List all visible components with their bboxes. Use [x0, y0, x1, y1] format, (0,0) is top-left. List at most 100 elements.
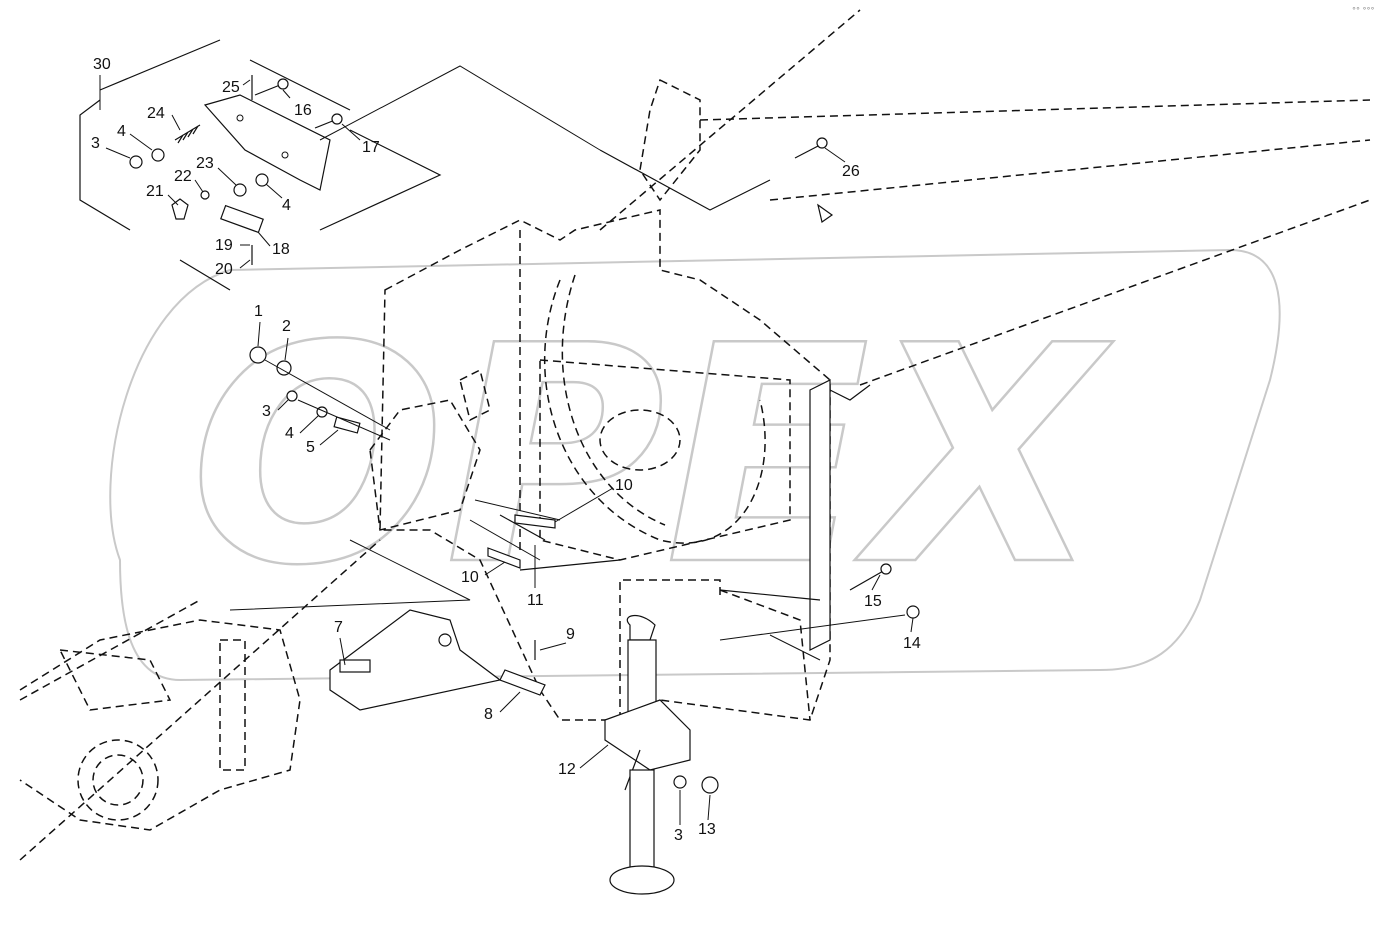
callout-label: 3	[674, 827, 683, 844]
dashed-line	[19, 539, 381, 861]
inset-detail-box	[79, 39, 442, 291]
callout-leader	[257, 321, 261, 347]
leader-line	[719, 614, 906, 661]
dashed-line	[599, 9, 861, 231]
inset-outline	[79, 39, 442, 291]
pin-8	[499, 669, 546, 696]
hitch-wheel	[77, 739, 159, 821]
callout-leader	[265, 183, 283, 199]
callout-leader	[217, 167, 237, 186]
bracket-group-lower	[329, 609, 546, 711]
callout-label: 7	[334, 619, 343, 636]
screw-17	[314, 119, 336, 129]
main-frame	[369, 78, 871, 721]
wedge	[817, 203, 834, 223]
callout-leader	[257, 231, 271, 247]
bolt-11	[499, 514, 546, 541]
bolt-group-right	[719, 137, 920, 661]
callout-label: 13	[698, 821, 716, 838]
callout-label: 9	[566, 626, 575, 643]
callout-leaders	[99, 75, 914, 825]
callout-label: 23	[196, 155, 214, 172]
screw-16	[254, 84, 281, 96]
nut-3	[673, 775, 687, 789]
hardware-group-left	[249, 346, 391, 441]
watermark: OPEX	[109, 248, 1281, 682]
callout-label: 10	[461, 569, 479, 586]
plate-hole	[236, 114, 244, 122]
frame-inner	[519, 230, 791, 561]
bracket-18	[220, 204, 264, 234]
callout-leader	[871, 574, 881, 591]
leader-line	[229, 539, 471, 611]
callout-label: 8	[484, 706, 493, 723]
callout-label: 2	[282, 318, 291, 335]
nut	[233, 183, 247, 197]
callout-label: 14	[903, 635, 921, 652]
callout-label: 16	[294, 102, 312, 119]
callout-leader	[339, 637, 346, 666]
callout-label: 18	[272, 241, 290, 258]
callout-label: 20	[215, 261, 233, 278]
callout-leader	[341, 123, 361, 141]
callout-leader	[299, 415, 319, 434]
hitch-bracket	[219, 639, 246, 771]
spring	[174, 124, 201, 144]
watermark-frame	[109, 248, 1281, 682]
callout-leader	[277, 399, 289, 411]
callout-leader	[284, 337, 289, 361]
nut-1	[249, 346, 267, 364]
callout-label: 11	[527, 592, 544, 609]
frame-edge	[599, 149, 871, 401]
jack-stand	[604, 615, 719, 895]
callout-leader	[824, 147, 846, 163]
callout-label: 4	[282, 197, 291, 214]
callout-leader	[171, 114, 181, 131]
jack-handle-loop	[626, 615, 656, 641]
arc-slot	[543, 279, 766, 544]
wing-nut	[171, 198, 189, 220]
screw-head	[331, 113, 343, 125]
hitch-assembly	[19, 619, 301, 831]
callout-label: 10	[615, 477, 633, 494]
callout-leader	[105, 147, 131, 159]
callout-label: 21	[146, 183, 164, 200]
bracket-7	[329, 609, 502, 711]
callout-leader	[484, 561, 506, 576]
callout-label: 4	[117, 123, 126, 140]
callout-label: 25	[222, 79, 240, 96]
bolt-10	[487, 547, 521, 569]
nut-3	[286, 390, 298, 402]
bracket-plate	[203, 94, 331, 191]
jack-mount	[604, 699, 691, 771]
callout-label: 3	[262, 403, 271, 420]
callout-leader	[242, 79, 251, 86]
dashed-line	[769, 139, 1371, 201]
bolt-14	[906, 605, 920, 619]
slot	[339, 659, 371, 673]
callout-label: 24	[147, 105, 165, 122]
jack-lower-tube	[629, 769, 655, 871]
dashed-line	[699, 99, 1371, 121]
callout-leader	[239, 259, 251, 269]
corner-mark: °° °°°	[1352, 6, 1375, 15]
hitch-hub	[92, 754, 144, 806]
callout-label: 19	[215, 237, 233, 254]
callout-label: 15	[864, 593, 882, 610]
callout-leader	[167, 194, 179, 206]
callout-leader	[579, 744, 609, 769]
callout-label: 26	[842, 163, 860, 180]
nut	[129, 155, 143, 169]
hitch-outline	[19, 619, 301, 831]
leader-line	[319, 65, 601, 151]
dashed-line	[19, 599, 201, 701]
leader-line	[264, 359, 391, 441]
bolt-26	[794, 144, 821, 159]
frame-edge	[519, 559, 821, 601]
callout-label: 22	[174, 168, 192, 185]
callout-label: 1	[254, 303, 263, 320]
upper-arm	[639, 78, 701, 202]
bracket-hole	[438, 633, 452, 647]
washer	[151, 148, 165, 162]
